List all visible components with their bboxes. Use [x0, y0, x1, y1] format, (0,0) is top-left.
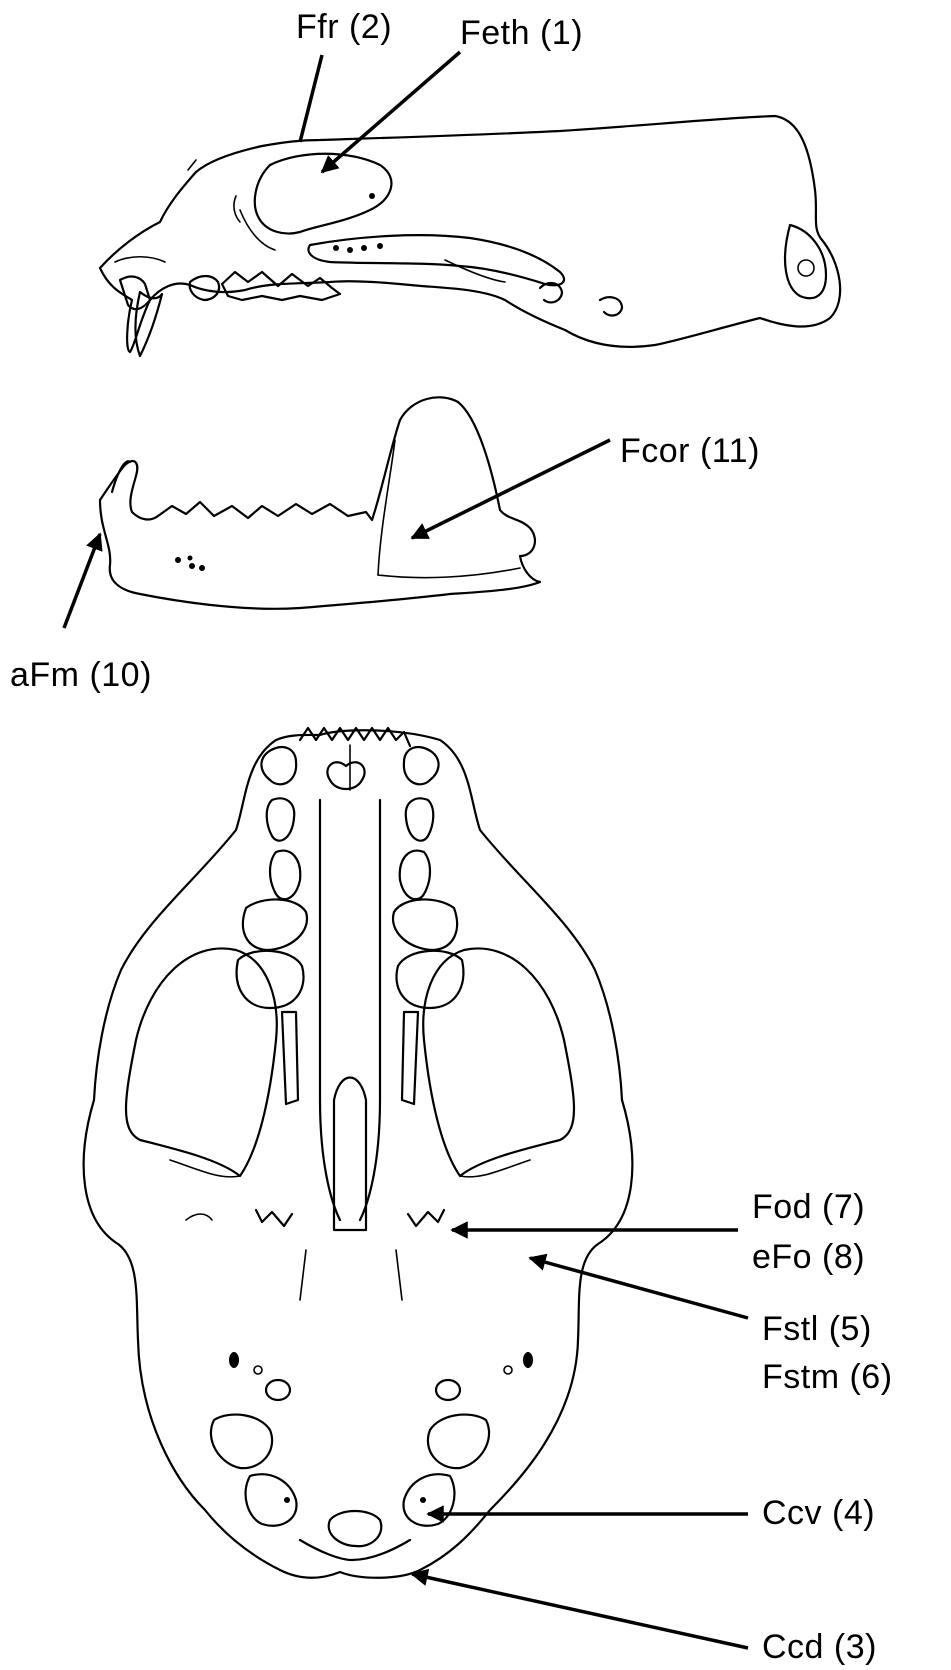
mandible-drawing [100, 397, 540, 608]
label-ccd: Ccd (3) [762, 1628, 877, 1666]
label-fcor: Fcor (11) [620, 432, 760, 470]
arrow-ccd [412, 1574, 748, 1648]
pointer-arrows [64, 52, 748, 1648]
arrow-feth [322, 52, 460, 172]
arrow-afm [64, 534, 100, 628]
label-ffr: Ffr (2) [296, 8, 392, 46]
label-fod: Fod (7) [752, 1188, 865, 1226]
label-afm: aFm (10) [10, 656, 152, 694]
label-feth: Feth (1) [460, 14, 583, 52]
label-ccv: Ccv (4) [762, 1494, 875, 1532]
arrow-ffr [300, 55, 322, 142]
label-fstm: Fstm (6) [762, 1358, 893, 1396]
arrow-fcor [412, 440, 610, 538]
label-fstl: Fstl (5) [762, 1310, 872, 1348]
label-efo: eFo (8) [752, 1238, 865, 1276]
lateral-skull-drawing [100, 116, 840, 356]
arrow-fstl [530, 1258, 748, 1318]
ventral-skull-drawing [84, 728, 633, 1578]
